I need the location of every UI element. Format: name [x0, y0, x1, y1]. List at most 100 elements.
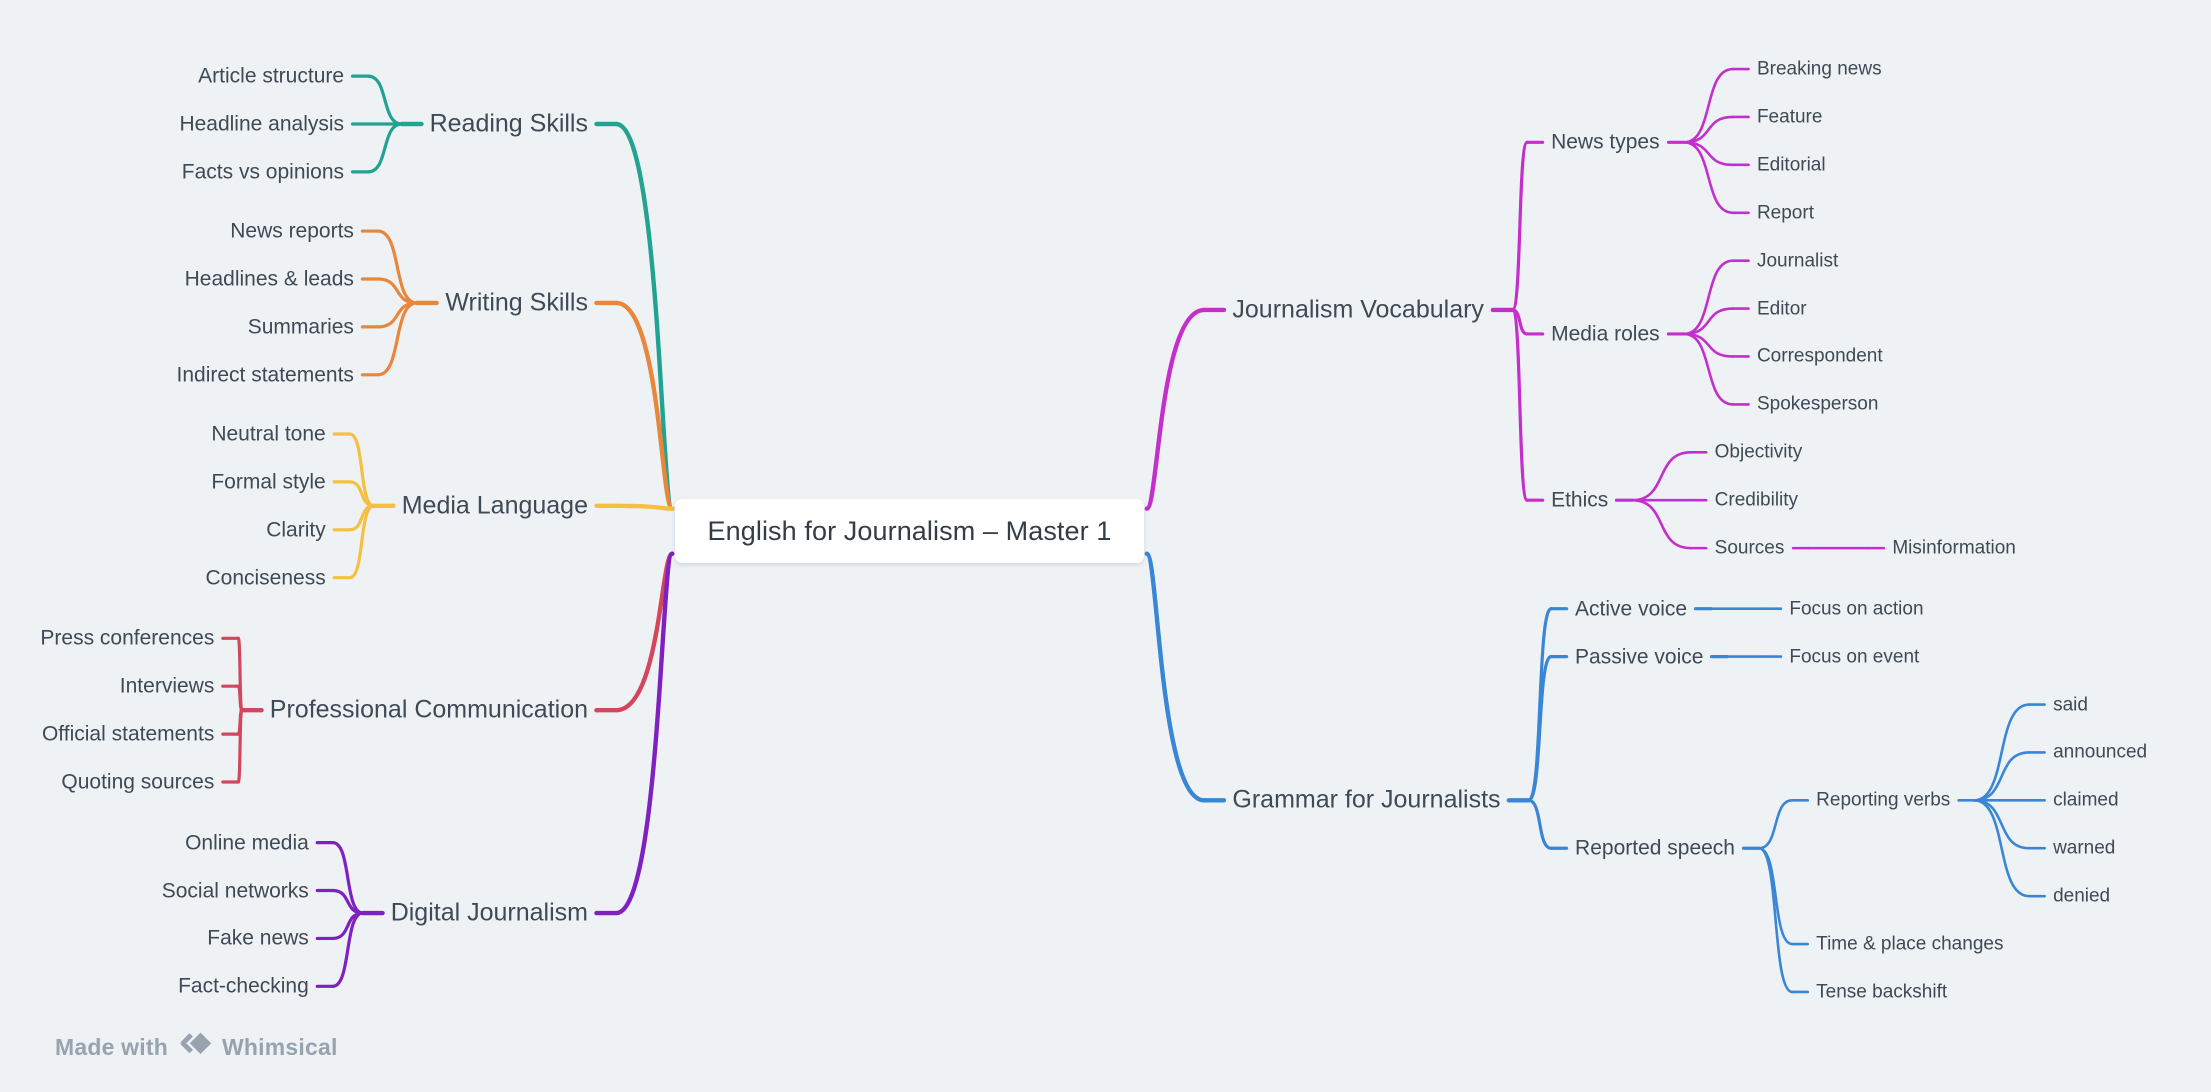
mindmap-node-label: Journalist — [1756, 250, 1839, 272]
mindmap-node-indirect-statements[interactable]: Indirect statements — [177, 364, 354, 385]
watermark-brand: Whimsical — [221, 1033, 338, 1060]
mindmap-node-label: Neutral tone — [211, 422, 326, 446]
mindmap-node-media-language[interactable]: Media Language — [402, 493, 588, 518]
mindmap-node-label: Reporting verbs — [1816, 789, 1951, 811]
mindmap-node-writing-skills[interactable]: Writing Skills — [445, 290, 588, 315]
mindmap-node-label: News types — [1551, 130, 1660, 154]
mindmap-node-label: News reports — [230, 219, 354, 243]
mindmap-node-digital-journalism[interactable]: Digital Journalism — [390, 898, 588, 927]
mindmap-node-label: Reported speech — [1575, 836, 1735, 860]
mindmap-node-label: claimed — [2053, 789, 2119, 811]
mindmap-node-label: Time & place changes — [1816, 933, 2004, 955]
mindmap-node-formal-style[interactable]: Formal style — [211, 471, 325, 492]
mindmap-node-said[interactable]: said — [2053, 695, 2088, 714]
mindmap-node-conciseness[interactable]: Conciseness — [205, 567, 325, 588]
mindmap-node-label: Summaries — [247, 315, 354, 339]
mindmap-node-label: Online media — [185, 831, 309, 855]
mindmap-node-label: Formal style — [211, 470, 326, 494]
mindmap-node-fake-news[interactable]: Fake news — [207, 928, 309, 949]
mindmap-node-online-media[interactable]: Online media — [185, 832, 309, 853]
mindmap-node-label: announced — [2053, 741, 2148, 763]
mindmap-node-tense-backshift[interactable]: Tense backshift — [1816, 982, 1947, 1001]
mindmap-node-journalism-vocabulary[interactable]: Journalism Vocabulary — [1232, 297, 1484, 322]
mindmap-node-warned[interactable]: warned — [2053, 839, 2115, 858]
mindmap-node-label: Focus on action — [1789, 598, 1924, 620]
mindmap-node-label: Objectivity — [1714, 441, 1803, 463]
mindmap-node-editor[interactable]: Editor — [1757, 299, 1807, 318]
mindmap-node-label: Writing Skills — [445, 288, 588, 317]
mindmap-node-label: Professional Communication — [269, 695, 588, 724]
mindmap-node-label: Conciseness — [205, 566, 326, 590]
mindmap-node-headlines-leads[interactable]: Headlines & leads — [185, 268, 354, 289]
mindmap-node-news-types[interactable]: News types — [1551, 132, 1660, 153]
mindmap-node-headline-analysis[interactable]: Headline analysis — [179, 113, 344, 134]
mindmap-node-credibility[interactable]: Credibility — [1715, 491, 1798, 510]
whimsical-watermark[interactable]: Made with Whimsical — [55, 1030, 338, 1064]
mindmap-node-reading-skills[interactable]: Reading Skills — [430, 111, 588, 136]
mindmap-node-reported-speech[interactable]: Reported speech — [1575, 838, 1735, 859]
mindmap-node-focus-on-event[interactable]: Focus on event — [1789, 647, 1919, 666]
mindmap-node-social-networks[interactable]: Social networks — [162, 880, 309, 901]
mindmap-node-official-statements[interactable]: Official statements — [42, 724, 214, 745]
mindmap-node-active-voice[interactable]: Active voice — [1575, 598, 1687, 619]
mindmap-node-neutral-tone[interactable]: Neutral tone — [211, 423, 325, 444]
mindmap-node-label: Digital Journalism — [390, 898, 588, 927]
root-node-label: English for Journalism – Master 1 — [707, 515, 1112, 546]
mindmap-node-news-reports[interactable]: News reports — [230, 221, 354, 242]
mindmap-node-label: Ethics — [1551, 488, 1609, 512]
mindmap-node-feature[interactable]: Feature — [1757, 107, 1822, 126]
mindmap-node-label: Grammar for Journalists — [1232, 785, 1501, 814]
mindmap-node-quoting-sources[interactable]: Quoting sources — [61, 772, 214, 793]
mindmap-node-breaking-news[interactable]: Breaking news — [1757, 60, 1882, 79]
root-node[interactable]: English for Journalism – Master 1 — [674, 499, 1144, 564]
mindmap-node-label: Press conferences — [40, 626, 215, 650]
mindmap-node-label: Article structure — [198, 64, 345, 88]
mindmap-node-professional-communication[interactable]: Professional Communication — [269, 695, 588, 724]
mindmap-node-label: Spokesperson — [1756, 393, 1879, 415]
mindmap-node-announced[interactable]: announced — [2053, 743, 2147, 762]
mindmap-node-correspondent[interactable]: Correspondent — [1757, 347, 1883, 366]
mindmap-node-label: Facts vs opinions — [181, 160, 345, 184]
mindmap-node-editorial[interactable]: Editorial — [1757, 155, 1826, 174]
mindmap-node-claimed[interactable]: claimed — [2053, 791, 2118, 810]
mindmap-node-summaries[interactable]: Summaries — [248, 316, 354, 337]
mindmap-node-label: Tense backshift — [1816, 981, 1948, 1003]
mindmap-node-interviews[interactable]: Interviews — [120, 676, 215, 697]
mindmap-node-spokesperson[interactable]: Spokesperson — [1757, 395, 1878, 414]
mindmap-node-label: Feature — [1756, 106, 1823, 128]
mindmap-node-media-roles[interactable]: Media roles — [1551, 323, 1660, 344]
mindmap-node-label: Sources — [1714, 537, 1785, 559]
mindmap-node-denied[interactable]: denied — [2053, 887, 2110, 906]
mindmap-node-article-structure[interactable]: Article structure — [198, 66, 344, 87]
mindmap-node-report[interactable]: Report — [1757, 203, 1814, 222]
mindmap-node-journalist[interactable]: Journalist — [1757, 251, 1838, 270]
mindmap-node-passive-voice[interactable]: Passive voice — [1575, 646, 1703, 667]
mindmap-node-facts-vs-opinions[interactable]: Facts vs opinions — [182, 161, 344, 182]
mindmap-node-objectivity[interactable]: Objectivity — [1715, 443, 1803, 462]
mindmap-node-label: Passive voice — [1575, 645, 1704, 669]
mindmap-node-label: Clarity — [266, 518, 326, 542]
mindmap-node-fact-checking[interactable]: Fact-checking — [178, 976, 309, 997]
mindmap-node-label: Reading Skills — [429, 109, 588, 138]
mindmap-node-label: Correspondent — [1756, 345, 1883, 367]
mindmap-node-label: Media Language — [401, 491, 588, 520]
mindmap-node-label: Social networks — [161, 879, 309, 902]
mindmap-node-label: Active voice — [1575, 597, 1688, 621]
mindmap-node-reporting-verbs[interactable]: Reporting verbs — [1816, 791, 1950, 810]
mindmap-node-grammar-for-journalists[interactable]: Grammar for Journalists — [1232, 785, 1501, 814]
mindmap-node-sources[interactable]: Sources — [1715, 539, 1785, 558]
mindmap-node-misinformation[interactable]: Misinformation — [1892, 539, 2016, 558]
mindmap-node-label: Fake news — [207, 926, 309, 950]
mindmap-node-focus-on-action[interactable]: Focus on action — [1789, 599, 1923, 618]
mindmap-node-time-place-changes[interactable]: Time & place changes — [1816, 935, 2003, 954]
watermark-prefix: Made with — [55, 1033, 168, 1060]
mindmap-node-label: Focus on event — [1789, 646, 1920, 668]
mindmap-node-label: Credibility — [1714, 489, 1799, 511]
mindmap-node-label: said — [2053, 694, 2088, 716]
mindmap-node-ethics[interactable]: Ethics — [1551, 490, 1608, 511]
mindmap-node-label: Headline analysis — [179, 112, 345, 136]
mindmap-node-press-conferences[interactable]: Press conferences — [40, 628, 214, 649]
mindmap-node-label: Official statements — [41, 722, 215, 746]
mindmap-node-clarity[interactable]: Clarity — [266, 519, 326, 540]
